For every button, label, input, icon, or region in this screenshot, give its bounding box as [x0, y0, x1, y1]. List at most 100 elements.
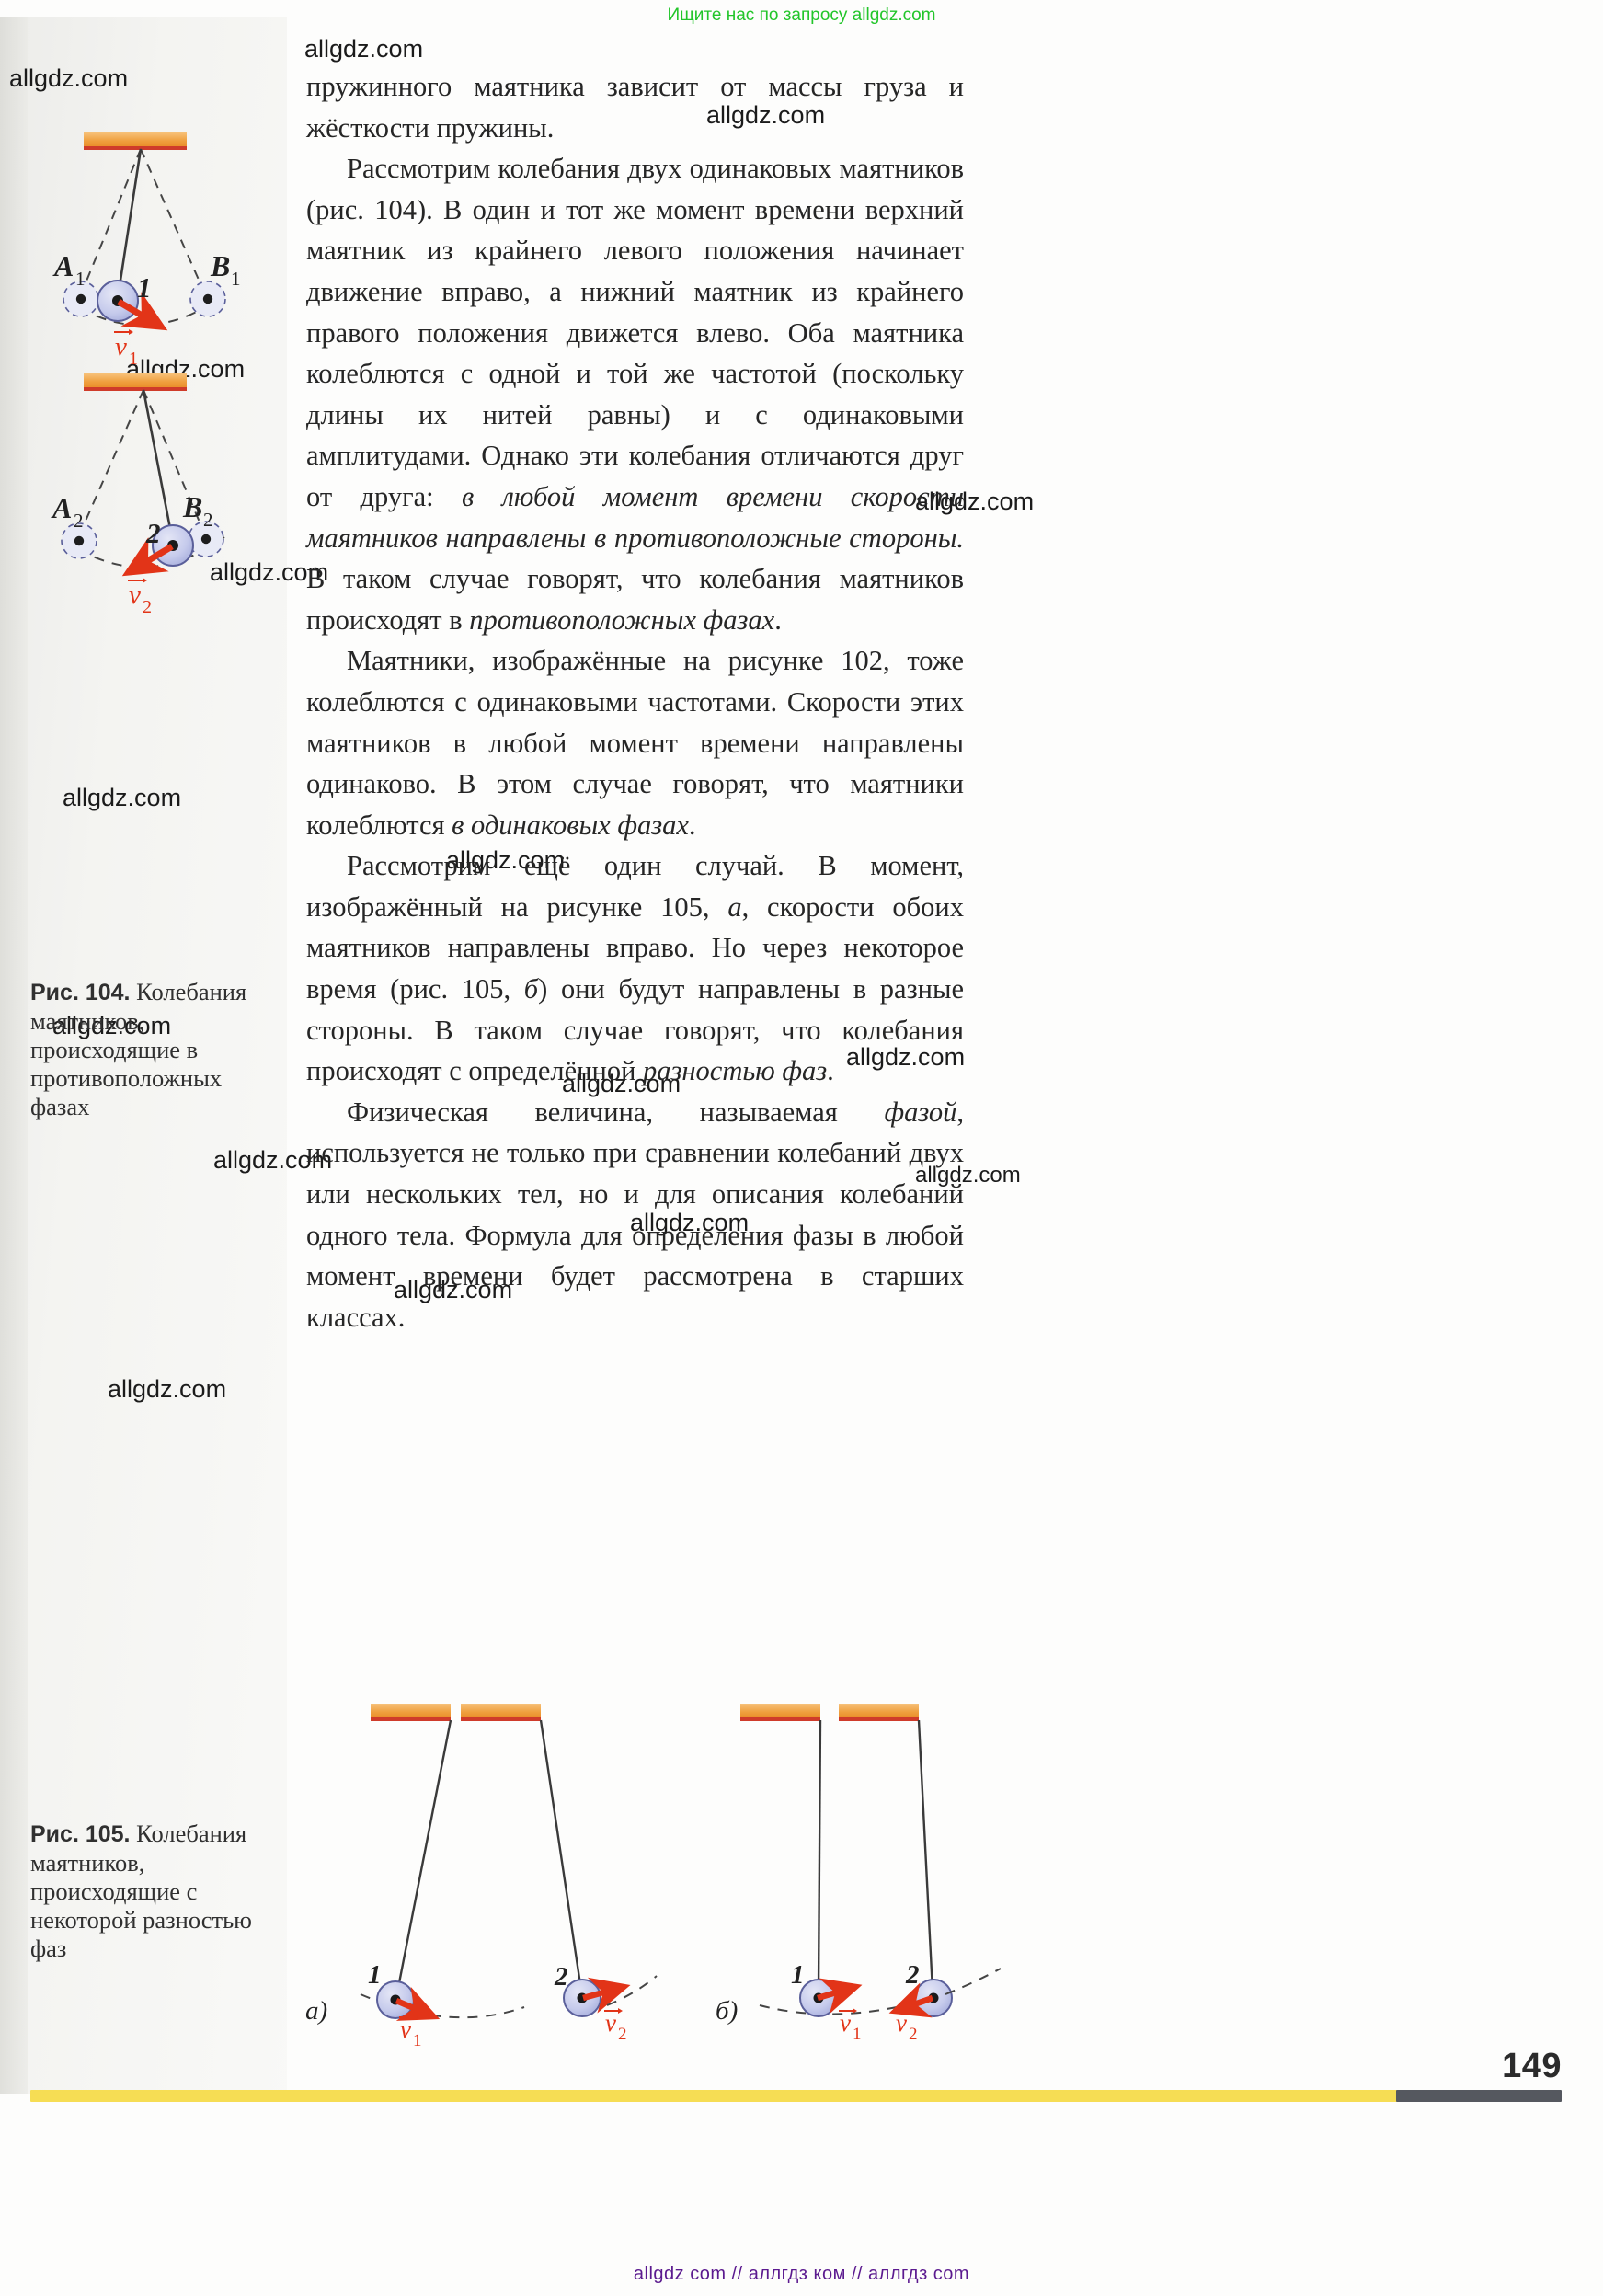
velocity-arrow-a1: [395, 1986, 441, 2021]
label-v1: v: [115, 332, 127, 362]
bob-1-left-center: [75, 293, 86, 304]
velocity-arrow-b1: [817, 1978, 863, 2015]
string-2-left-extreme: [78, 389, 144, 536]
p5-part-a: Физическая величина, называемая: [347, 1096, 885, 1128]
velocity-arrow-b2: [888, 1982, 934, 2018]
trajectory-arc-a-right: [606, 1975, 658, 2006]
label-v2: v: [129, 580, 141, 610]
label-v2-sub: 2: [143, 597, 152, 617]
string-2-current: [142, 389, 175, 544]
p3-part-b: .: [688, 809, 696, 841]
figure-105-caption: Рис. 105. Колебания маятников, происходя…: [30, 1820, 271, 1963]
label-B2: B: [182, 490, 202, 523]
p3-part-a: Маятники, изображённые на рисунке 102, т…: [306, 645, 964, 841]
string-a2: [539, 1719, 583, 1992]
pendulum-1-group: A 1 B 1 1 v 1: [52, 132, 241, 369]
label-b-num-2: 2: [905, 1960, 920, 1990]
footer-rule-dark: [1396, 2090, 1562, 2102]
label-a-v1-sub: 1: [413, 2031, 422, 2050]
label-A1-sub: 1: [75, 268, 86, 290]
support-bar-a2-edge: [461, 1717, 541, 1721]
p2-italic-2: противоположных фазах: [469, 603, 775, 636]
p5-part-b: , используется не только при сравнении к…: [306, 1096, 964, 1333]
label-num-2: 2: [145, 517, 161, 549]
label-b-v1-sub: 1: [853, 2025, 862, 2044]
p4-italic-b: б: [523, 973, 539, 1005]
string-1-current: [116, 148, 143, 299]
main-text-column: пружинного маятника зависит от массы гру…: [306, 66, 964, 1337]
p3-italic: в одинаковых фазах: [452, 809, 689, 841]
p2-part-b: В таком случае говорят, что колебания ма…: [306, 563, 964, 636]
v1-vector-tip: [129, 329, 133, 335]
label-B2-sub: 2: [203, 509, 213, 531]
label-A1: A: [52, 249, 74, 282]
support-bar-b2-edge: [839, 1717, 919, 1721]
a-v2-vector-tip: [618, 2008, 623, 2014]
label-v1-sub: 1: [129, 349, 138, 369]
support-bar-b1: [740, 1704, 820, 1719]
bob-2-right-center: [200, 534, 212, 545]
p4-italic-c: разностью фаз: [643, 1055, 828, 1087]
string-1-left-extreme: [80, 148, 142, 295]
label-b-v1: v: [840, 2009, 851, 2037]
left-column-bleed: [0, 17, 28, 2094]
support-bar-a1-edge: [371, 1717, 451, 1721]
label-A2-sub: 2: [74, 510, 84, 532]
label-B1-sub: 1: [231, 268, 241, 290]
string-1-right-extreme: [140, 148, 207, 297]
paragraph-4: Рассмотрим ещё один случай. В момент, из…: [306, 845, 964, 1092]
label-a-num-2: 2: [554, 1962, 568, 1992]
page-number: 149: [1502, 2047, 1562, 2085]
p2-part-a: Рассмотрим колебания двух одинаковых мая…: [306, 153, 964, 512]
left-column-background: [0, 17, 287, 2094]
label-b-num-1: 1: [791, 1960, 805, 1990]
support-bar-b1-edge: [740, 1717, 820, 1721]
bob-2-left-center: [74, 535, 85, 546]
top-banner-text: Ищите нас по запросу allgdz.com: [667, 6, 936, 25]
figure-104-caption: Рис. 104. Колебания маятников, происходя…: [30, 978, 271, 1121]
paragraph-5: Физическая величина, называемая фазой, и…: [306, 1092, 964, 1338]
figure-105-caption-text: Колебания маятников, происходящие с неко…: [30, 1820, 252, 1962]
b-v2-vector-tip: [909, 2008, 913, 2014]
velocity-arrow-a2: [582, 1977, 631, 2014]
figure-104-caption-text: Колебания маятников, происходящие в прот…: [30, 978, 247, 1120]
support-bar-a1: [371, 1704, 451, 1719]
v2-vector-tip: [143, 578, 147, 583]
figure-104-caption-label: Рис. 104.: [30, 980, 131, 1005]
velocity-arrow-2: [121, 537, 174, 577]
figure-105b-graphic: 1 v 1 2 v 2: [736, 1683, 1030, 2044]
figure-105-part-b-label: б): [716, 1996, 739, 2026]
p4-part-d: .: [827, 1055, 834, 1087]
p4-part-c: ) они будут направлены в разные стороны.…: [306, 973, 964, 1087]
b-v1-vector-tip: [853, 2008, 857, 2014]
bob-1-right-center: [202, 293, 213, 304]
label-a-num-1: 1: [368, 1960, 382, 1990]
p2-italic-1: в любой момент времени скорости маятнико…: [306, 480, 964, 554]
label-B1: B: [210, 249, 230, 282]
p5-italic: фазой: [884, 1096, 957, 1128]
figure-105a-graphic: 1 v 1 2 v 2: [303, 1683, 671, 2050]
label-a-v2-sub: 2: [618, 2025, 627, 2044]
trajectory-arc-b-right: [945, 1968, 1002, 1995]
support-bar-2: [84, 373, 187, 389]
label-b-v2-sub: 2: [909, 2025, 918, 2044]
figure-104-graphic: A 1 B 1 1 v 1 A 2 B 2 2 v 2: [26, 118, 288, 617]
string-b1: [817, 1719, 822, 1992]
velocity-arrow-1: [117, 292, 168, 331]
label-A2: A: [51, 491, 72, 524]
paragraph-2: Рассмотрим колебания двух одинаковых мая…: [306, 148, 964, 640]
support-bar-b2: [839, 1704, 919, 1719]
a-v1-vector-tip: [413, 2015, 418, 2020]
footer-watermark: allgdz com // аллгдз ком // аллгдз com: [633, 2264, 970, 2284]
p4-part-b: , скорости обоих маятников направлены вп…: [306, 890, 964, 1005]
string-2-right-extreme: [143, 389, 207, 538]
p2-part-c: .: [774, 603, 782, 636]
support-bar-a2: [461, 1704, 541, 1719]
figure-105-caption-label: Рис. 105.: [30, 1821, 131, 1847]
footer-rule-yellow: [30, 2090, 1419, 2102]
p4-part-a: Рассмотрим ещё один случай. В момент, из…: [306, 850, 964, 923]
p4-italic-a: а: [727, 890, 742, 923]
paragraph-3: Маятники, изображённые на рисунке 102, т…: [306, 640, 964, 845]
support-bar-2-edge: [84, 387, 187, 391]
support-bar-1: [84, 132, 187, 148]
